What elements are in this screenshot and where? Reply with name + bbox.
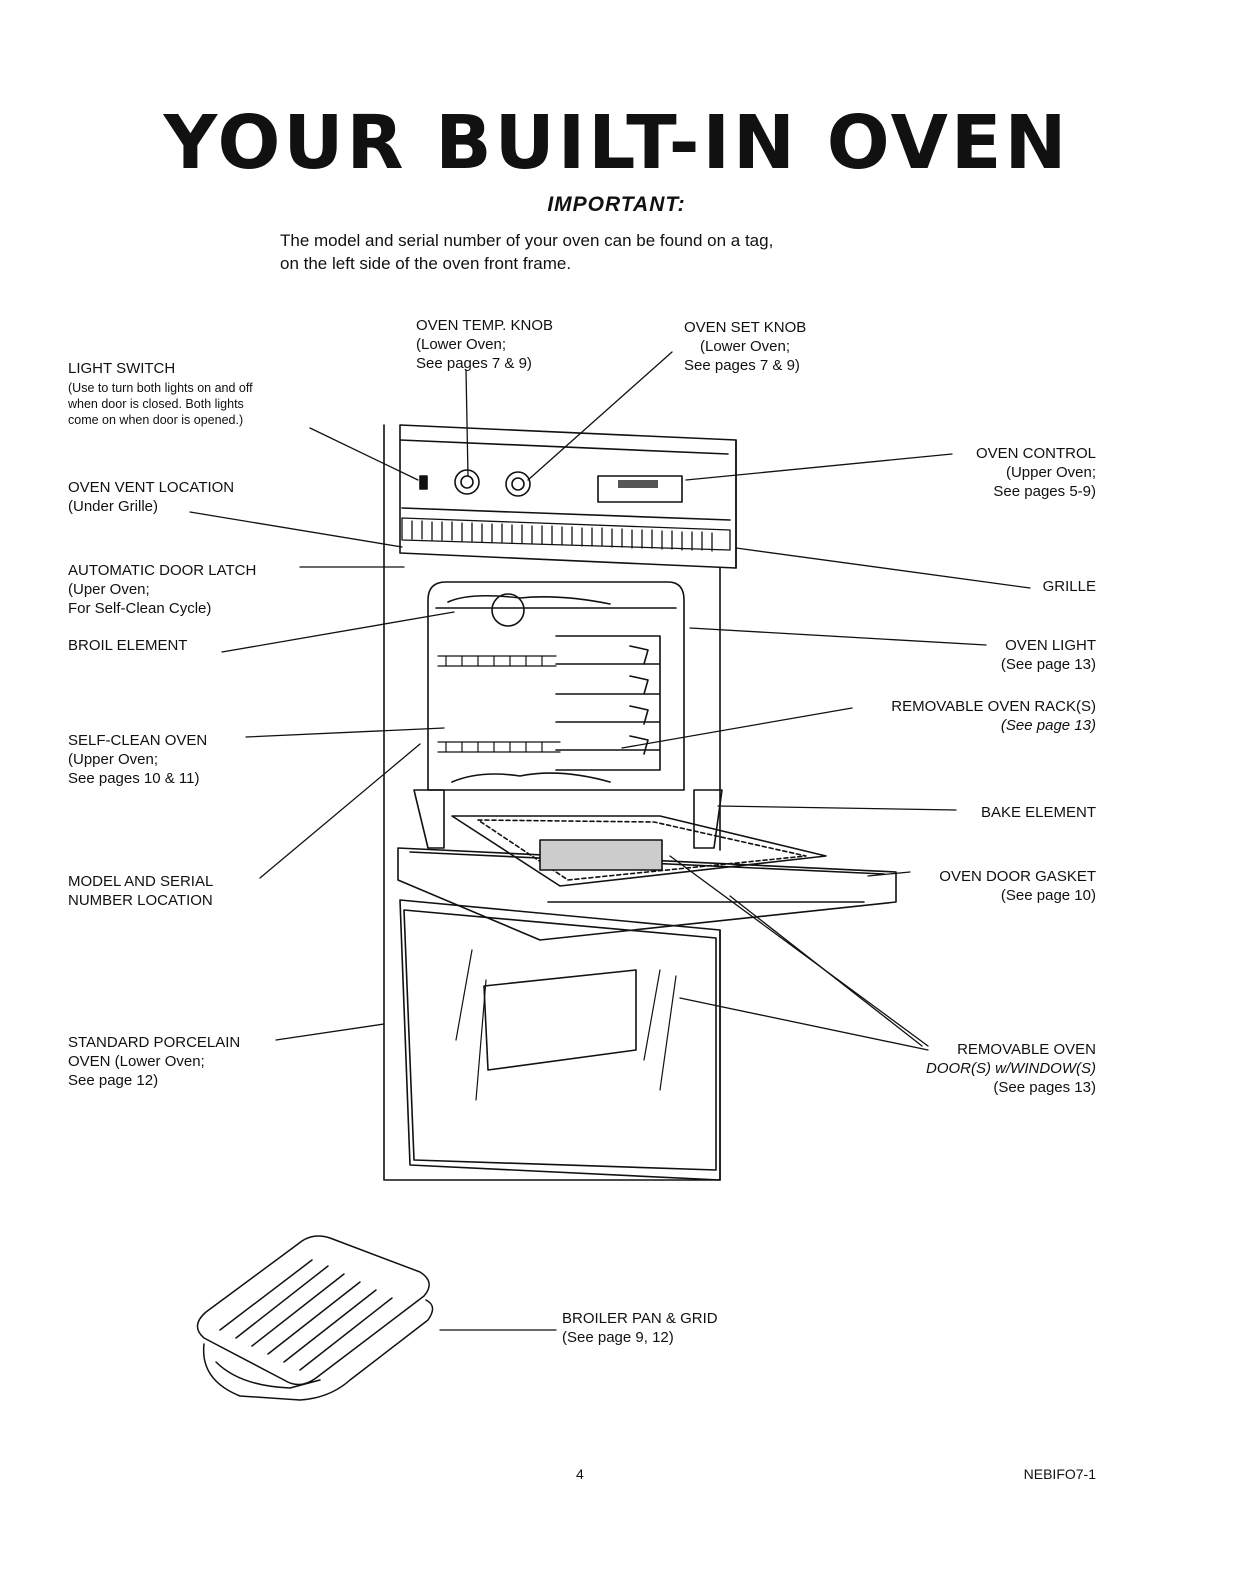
rack-supports <box>555 635 661 771</box>
label-oven-set-knob: OVEN SET KNOB (Lower Oven; See pages 7 &… <box>684 319 807 374</box>
oven-racks <box>437 655 561 753</box>
label-self-clean-oven: SELF-CLEAN OVEN (Upper Oven; See pages 1… <box>68 732 208 787</box>
lower-oven-window <box>483 969 637 1071</box>
page-title: YOUR BUILT-IN OVEN <box>163 100 1070 186</box>
control-panel-bottom <box>401 507 731 521</box>
bake-element-shape <box>451 772 611 783</box>
door-hinges <box>413 789 723 849</box>
label-oven-door: REMOVABLE OVEN DOOR(S) w/WINDOW(S) (See … <box>926 1041 1096 1096</box>
label-oven-rack: REMOVABLE OVEN RACK(S) (See page 13) <box>891 698 1096 734</box>
important-note: The model and serial number of your oven… <box>280 229 773 275</box>
label-oven-temp-knob: OVEN TEMP. KNOB (Lower Oven; See pages 7… <box>416 317 553 372</box>
label-oven-vent: OVEN VENT LOCATION (Under Grille) <box>68 479 235 515</box>
door-window-shape <box>539 839 663 871</box>
control-panel <box>399 424 737 569</box>
cabinet-right-edge <box>719 439 737 851</box>
set-knob-shape <box>505 471 531 497</box>
light-switch-shape <box>419 475 428 490</box>
label-door-gasket: OVEN DOOR GASKET (See page 10) <box>939 868 1096 904</box>
document-code: NEBIFO7-1 <box>1023 1466 1096 1482</box>
important-note-line-1: The model and serial number of your oven… <box>280 231 774 250</box>
label-light-switch: LIGHT SWITCH <box>68 360 176 377</box>
oven-control-display <box>597 475 683 503</box>
control-panel-top <box>399 439 729 455</box>
label-bake-element: BAKE ELEMENT <box>980 804 1096 821</box>
label-door-latch: AUTOMATIC DOOR LATCH (Uper Oven; For Sel… <box>68 562 257 617</box>
label-light-switch-note: (Use to turn both lights on and off when… <box>68 381 253 427</box>
broiler-pan-shape <box>196 1235 434 1401</box>
important-heading: IMPORTANT: <box>547 193 686 216</box>
lower-oven-door <box>399 899 721 1181</box>
label-grille: GRILLE <box>1042 578 1096 595</box>
label-standard-porcelain: STANDARD PORCELAIN OVEN (Lower Oven; See… <box>68 1034 241 1089</box>
important-note-line-2: on the left side of the oven front frame… <box>280 254 572 273</box>
door-gasket-shape <box>451 815 827 887</box>
label-broiler-pan: BROILER PAN & GRID (See page 9, 12) <box>562 1310 718 1346</box>
oven-cavity <box>427 581 685 791</box>
label-oven-control: OVEN CONTROL (Upper Oven; See pages 5-9) <box>975 445 1096 500</box>
temp-knob-shape <box>454 469 480 495</box>
open-door <box>397 847 897 941</box>
broil-element-shape <box>447 594 611 605</box>
page-number: 4 <box>576 1466 584 1482</box>
label-model-serial: MODEL AND SERIAL NUMBER LOCATION <box>68 873 214 909</box>
grille-slots <box>401 517 731 552</box>
label-broil-element: BROIL ELEMENT <box>68 637 188 654</box>
leader-lines <box>189 351 1031 1331</box>
label-oven-light: OVEN LIGHT (See page 13) <box>1000 637 1096 673</box>
